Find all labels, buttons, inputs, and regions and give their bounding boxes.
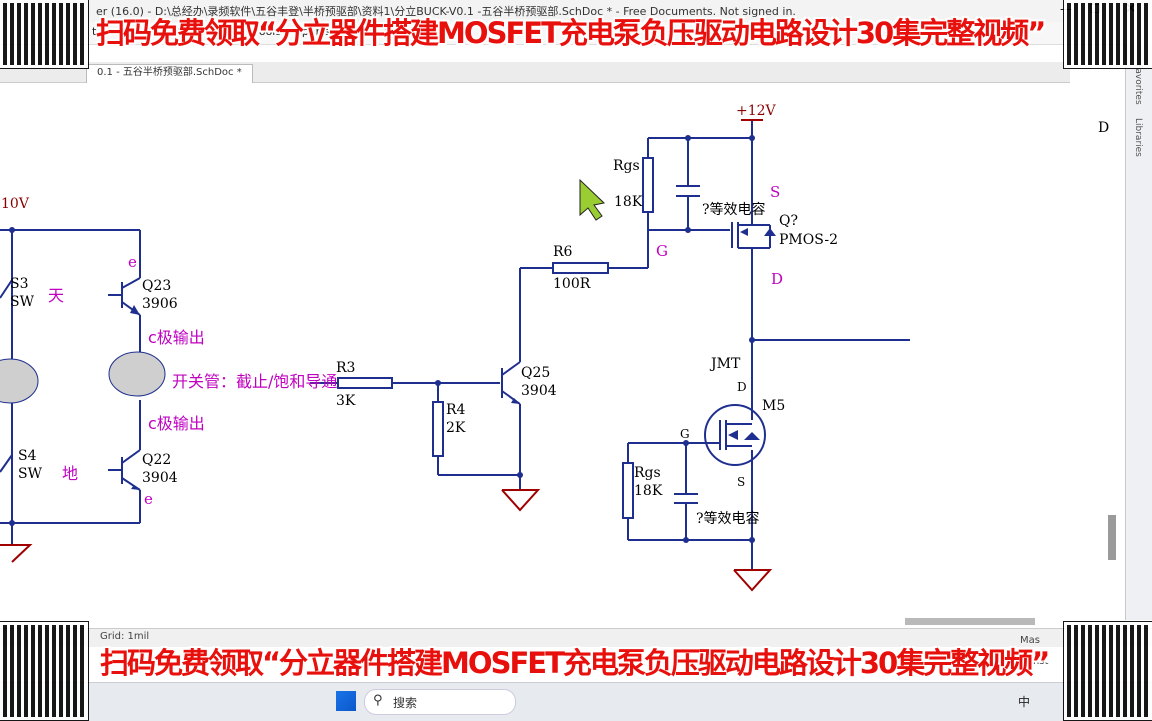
cap-bottom-label: ?等效电容 [696,511,760,527]
menu-bar: t iew Project Place Design Tools Reports… [0,22,1152,45]
rgs-bottom-label: Rgs [634,465,661,481]
pmos-part-label: PMOS-2 [779,232,838,248]
menu-item-project[interactable]: Project [128,25,166,38]
drain-top-label: D [771,270,784,288]
s4-label: S4 [18,448,37,464]
qr-code-bottom-right [1064,622,1152,720]
s3-type-label: SW [10,294,34,310]
source-bottom-label: S [737,475,746,489]
menu-item-place[interactable]: Place [176,25,206,38]
switch-note-label: 开关管：截止/饱和导通 [172,372,338,391]
qr-code-bottom-left [0,622,88,720]
q23-label: Q23 [142,278,172,294]
menu-item-help[interactable]: Help [384,25,410,38]
document-tab[interactable]: 0.1 - 五谷半桥预驱部.SchDoc * [86,64,253,83]
gate-bottom-label: G [680,427,690,441]
qr-code-top-left [0,0,88,68]
search-label: 搜索 [393,696,418,710]
q22-label: Q22 [142,452,172,468]
e-top-label: e [128,253,137,271]
taskbar: ⚲ 搜索 中 [0,682,1152,721]
menu-item-view[interactable]: iew [106,25,125,38]
right-side-panel: Favorites Libraries [1125,44,1152,620]
r3-value-label: 3K [336,393,356,409]
vertical-scrollbar-thumb[interactable] [1108,515,1116,560]
s3-label: S3 [10,276,29,292]
rgs-top-value-label: 18K [614,194,643,210]
horizontal-scrollbar-thumb[interactable] [905,618,1035,625]
supply-10v-label: 10V [1,196,29,212]
r4-value-label: 2K [446,420,466,436]
m5-label: M5 [762,398,786,414]
r6-value-label: 100R [553,276,591,292]
c-output-bottom-label: c极输出 [148,414,205,433]
cap-top-label: ?等效电容 [702,202,766,218]
document-tab-strip: 0.1 - 五谷半桥预驱部.SchDoc * [0,62,1070,83]
promo-banner-top: 扫码免费领取“分立器件搭建MOSFET充电泵负压驱动电路设计30集完整视频” [96,16,1046,50]
far-right-letter: D [1098,120,1110,136]
menu-item-file[interactable]: t [92,25,97,38]
cursor-icon [579,178,606,221]
promo-banner-bottom: 扫码免费领取“分立器件搭建MOSFET充电泵负压驱动电路设计30集完整视频” [100,646,1050,680]
r6-label: R6 [553,244,573,260]
menu-item-reports[interactable]: Reports [288,25,331,38]
search-icon: ⚲ [373,693,383,708]
e-bottom-label: e [144,490,153,508]
c-output-top-label: c极输出 [148,328,205,347]
start-icon[interactable] [336,691,356,711]
source-top-label: S [770,183,781,201]
r4-label: R4 [446,402,466,418]
tian-label: 天 [48,286,65,305]
q23-part-label: 3906 [142,296,178,312]
menu-item-design[interactable]: Design [211,25,249,38]
menu-item-tools[interactable]: Tools [254,25,282,38]
rgs-bottom-value-label: 18K [634,483,663,499]
pmos-designator-label: Q? [779,213,798,229]
drain-bottom-label: D [737,380,747,394]
q22-part-label: 3904 [142,470,178,486]
menu-item-window[interactable]: Window [335,25,379,38]
r3-label: R3 [336,360,356,376]
di-label: 地 [62,464,79,483]
supply-12v-label: +12V [736,103,776,119]
ime-indicator[interactable]: 中 [1018,695,1031,709]
jmt-label: JMT [711,356,741,372]
grid-status: Grid: 1mil [100,631,150,642]
favorites-panel-tab[interactable]: Favorites [1133,64,1143,105]
qr-code-top-right [1064,0,1152,68]
mask-status[interactable]: Mas [1020,635,1040,646]
schematic-canvas[interactable] [0,82,1108,628]
q25-label: Q25 [521,365,551,381]
inst-status[interactable]: Inst [1030,656,1049,667]
taskbar-search[interactable]: ⚲ 搜索 [364,689,516,715]
libraries-panel-tab[interactable]: Libraries [1133,118,1143,157]
rgs-top-label: Rgs [613,158,640,174]
window-title: er (16.0) - D:\总经办\录频软件\五谷丰登\半桥预驱部\资料1\分… [96,5,796,18]
status-bar: Grid: 1mil Mas [0,628,1152,647]
s4-type-label: SW [18,466,42,482]
gate-top-label: G [656,242,668,260]
q25-part-label: 3904 [521,383,557,399]
